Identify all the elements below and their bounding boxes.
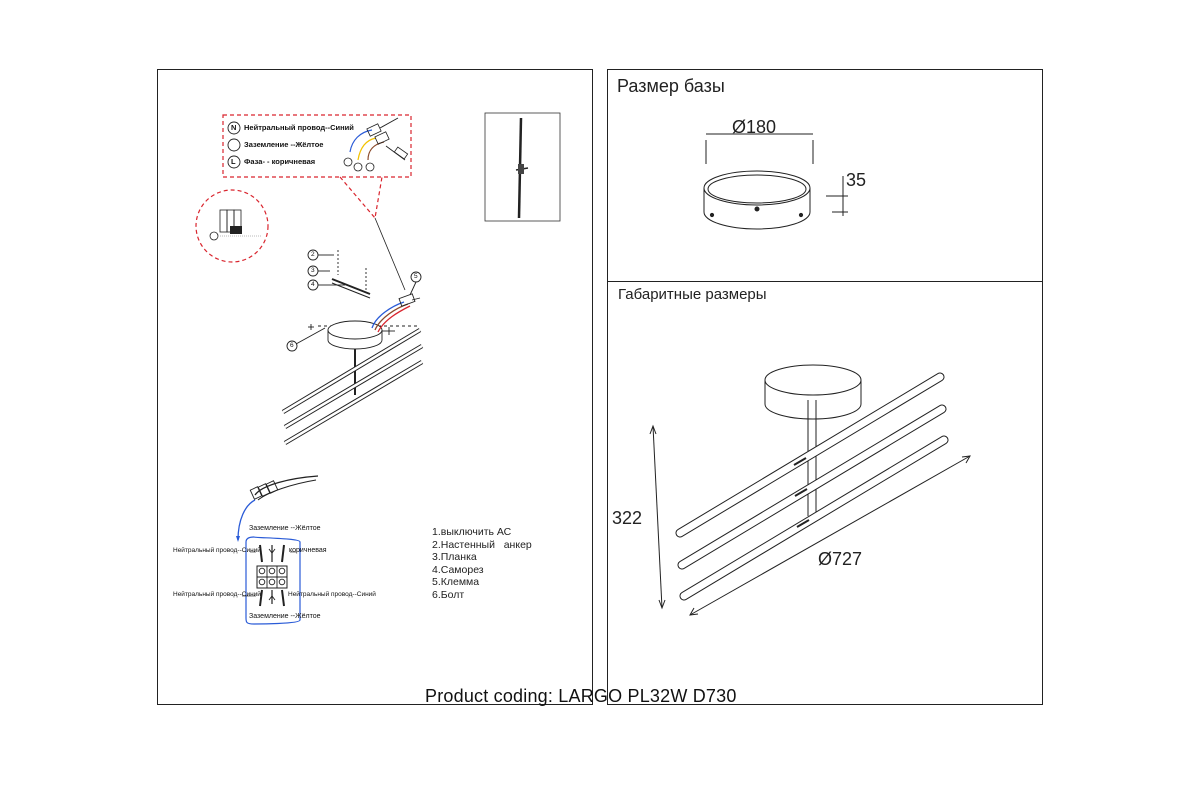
wiring-neutral-left: Нейтральный провод--Синий bbox=[173, 547, 261, 554]
step-5: 5.Клемма bbox=[432, 576, 480, 589]
legend-phase: Фаза- - коричневая bbox=[244, 157, 316, 166]
wiring-detail bbox=[236, 475, 319, 625]
callout-2: 2 bbox=[311, 251, 315, 258]
base-diameter: Ø180 bbox=[732, 117, 777, 137]
legend-ground: Заземление --Жёлтое bbox=[244, 140, 324, 149]
product-coding: Product coding: LARGO PL32W D730 bbox=[425, 686, 737, 706]
callout-3: 3 bbox=[311, 267, 315, 274]
overall-bars bbox=[675, 372, 949, 601]
wiring-legend-callout bbox=[222, 114, 412, 291]
step-1: 1.выключить АС bbox=[432, 526, 512, 538]
overall-diameter: Ø727 bbox=[818, 549, 863, 569]
step-4: 4.Саморез bbox=[432, 563, 484, 576]
overall-drawing bbox=[649, 364, 971, 616]
fixture-thumbnail bbox=[484, 112, 561, 222]
wiring-phase-right: коричневая bbox=[289, 547, 327, 554]
base-size-title: Размер базы bbox=[617, 76, 725, 96]
wiring-neutral-left2: Нейтральный провод--Синий bbox=[173, 591, 261, 598]
callout-4: 4 bbox=[311, 281, 315, 288]
callout-circles bbox=[286, 249, 422, 352]
overall-height: 322 bbox=[612, 508, 643, 528]
phase-symbol: L bbox=[231, 157, 236, 166]
callout-6: 6 bbox=[290, 342, 294, 349]
overall-size-title: Габаритные размеры bbox=[618, 286, 767, 303]
step-6: 6.Болт bbox=[432, 588, 465, 601]
step-3: 3.Планка bbox=[432, 551, 477, 564]
legend-neutral: Нейтральный провод--Синий bbox=[244, 123, 354, 132]
breaker-detail bbox=[195, 189, 269, 263]
base-height: 35 bbox=[846, 170, 867, 190]
installation-panel bbox=[157, 69, 593, 705]
wiring-neutral-right: Нейтральный провод--Синий bbox=[288, 591, 376, 598]
wiring-ground-top: Заземление --Жёлтое bbox=[249, 525, 321, 532]
step-2: 2.Настенный анкер bbox=[432, 538, 532, 551]
callout-5: 5 bbox=[414, 273, 418, 280]
base-drawing bbox=[703, 133, 848, 230]
overall-size-panel bbox=[607, 281, 1043, 705]
neutral-symbol: N bbox=[231, 123, 237, 132]
wiring-ground-bottom: Заземление --Жёлтое bbox=[249, 613, 321, 620]
installation-steps: 1.выключить АС 2.Настенный анкер 3.Планк… bbox=[432, 526, 532, 602]
exploded-view bbox=[281, 250, 424, 445]
